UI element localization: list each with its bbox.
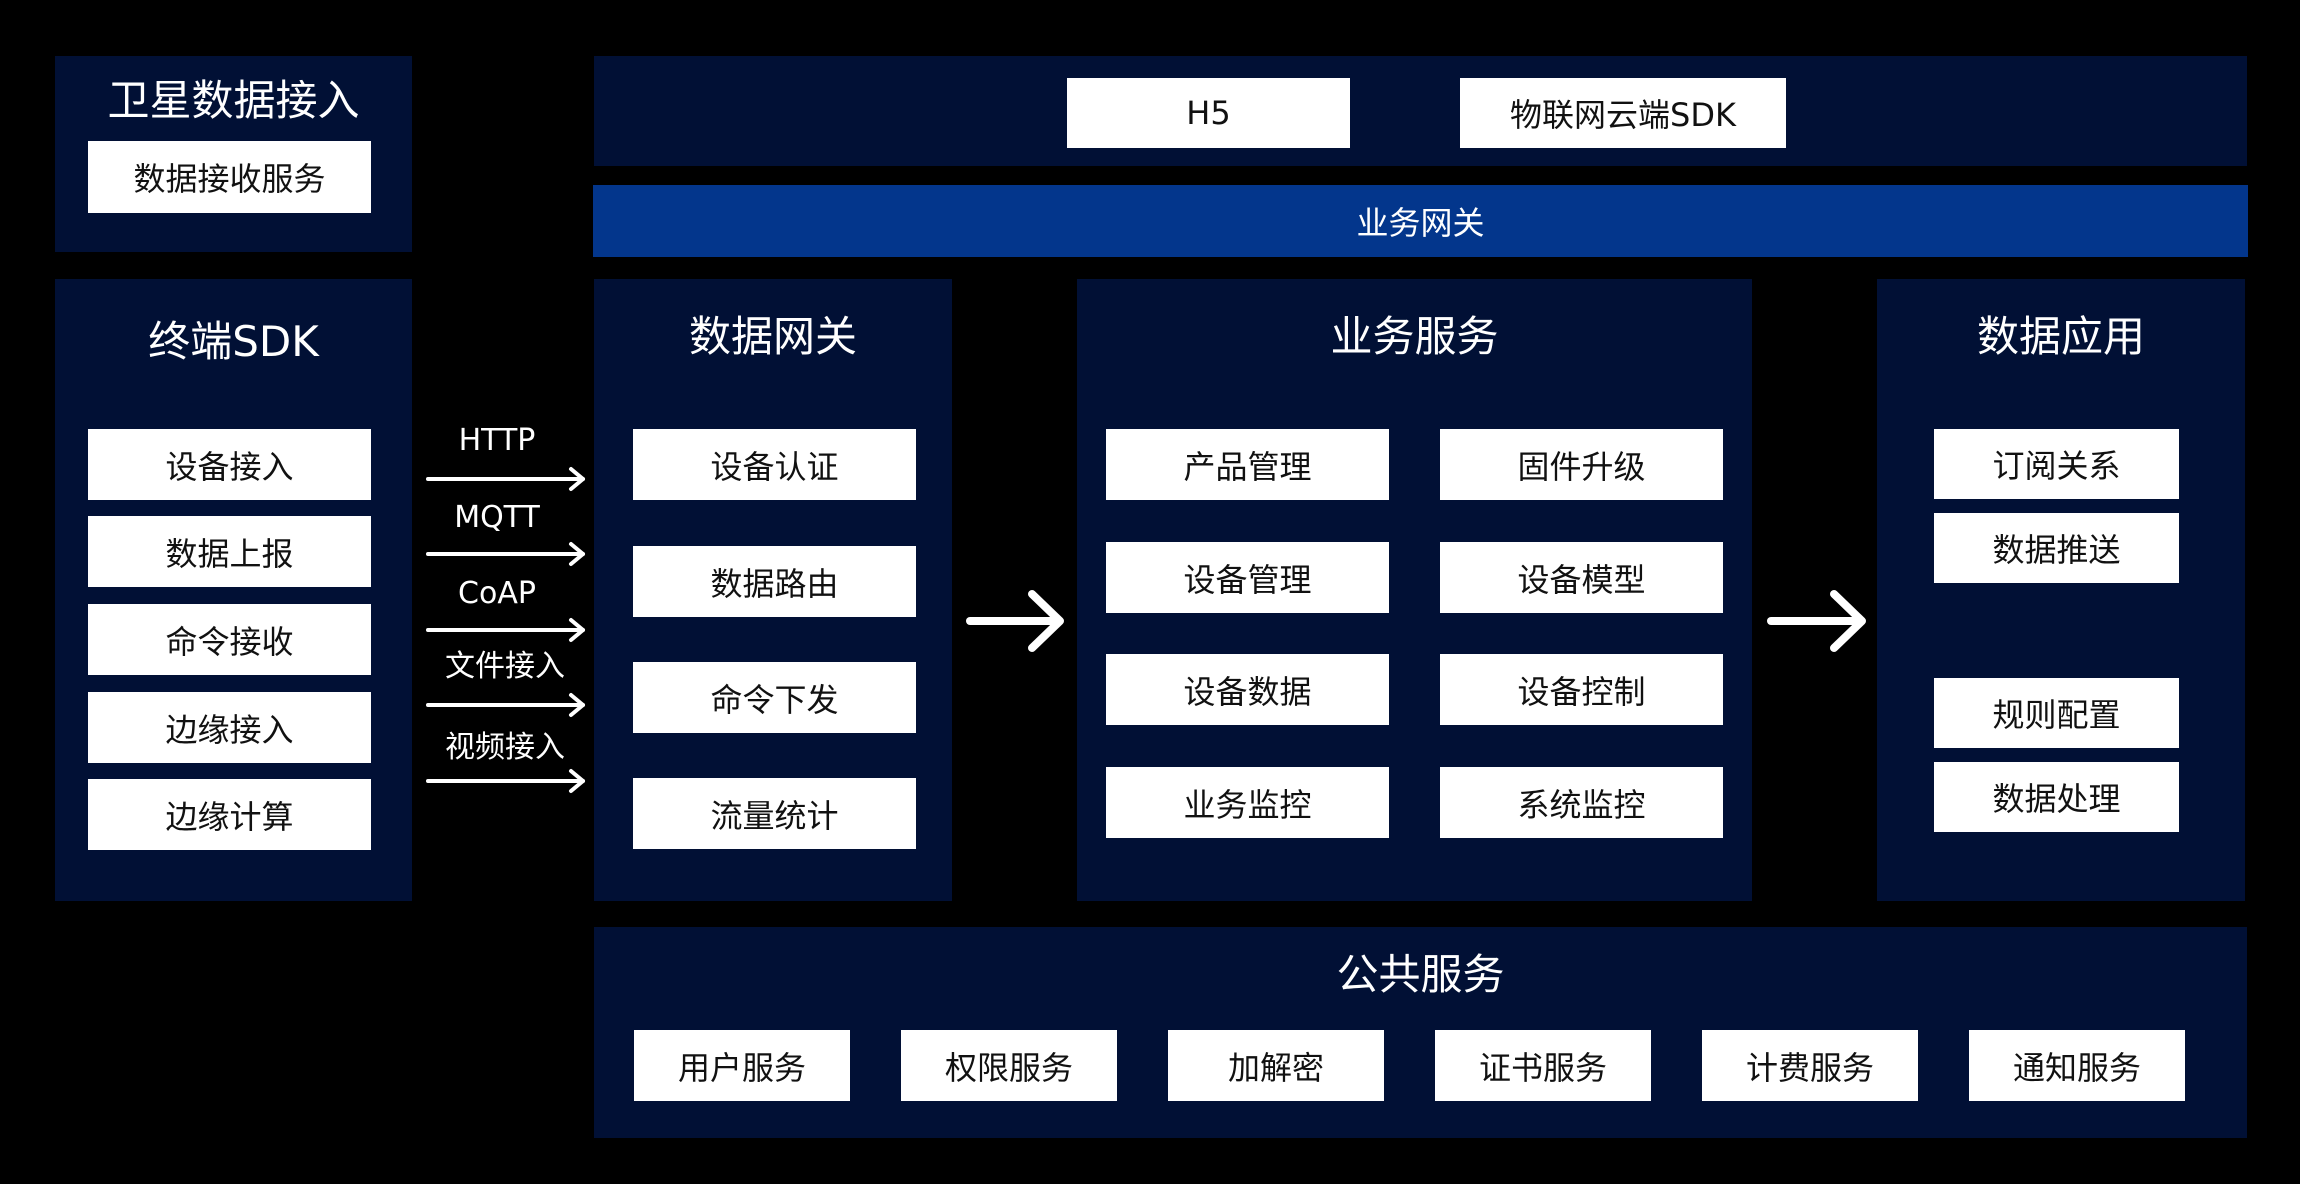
terminal-sdk-panel: 终端SDK 设备接入 数据上报 命令接收 边缘接入 边缘计算 (55, 279, 412, 901)
public-service-title: 公共服务 (1336, 950, 1505, 999)
data-gateway-item-traffic: 流量统计 (633, 778, 916, 849)
data-application-item-push: 数据推送 (1934, 513, 2179, 583)
data-gateway-item-auth: 设备认证 (633, 429, 916, 500)
business-service-item-device-data: 设备数据 (1106, 654, 1389, 725)
terminal-sdk-item-data-report: 数据上报 (88, 516, 371, 587)
protocol-label-mqtt: MQTT (454, 500, 540, 535)
data-application-item-subscription: 订阅关系 (1934, 429, 2179, 499)
business-service-item-device-mgmt: 设备管理 (1106, 542, 1389, 613)
public-service-item-permission: 权限服务 (901, 1030, 1117, 1101)
protocol-label-file: 文件接入 (445, 649, 565, 684)
protocol-arrow-http (426, 467, 585, 491)
public-service-item-user: 用户服务 (634, 1030, 850, 1101)
flow-arrow-gateway-to-service (966, 590, 1064, 652)
satellite-panel: 卫星数据接入 数据接收服务 (55, 56, 412, 252)
data-gateway-panel: 数据网关 设备认证 数据路由 命令下发 流量统计 (594, 279, 952, 901)
business-service-item-firmware-upgrade: 固件升级 (1440, 429, 1723, 500)
business-service-panel: 业务服务 产品管理 设备管理 设备数据 业务监控 固件升级 设备模型 设备控制 … (1077, 279, 1752, 901)
business-service-title: 业务服务 (1330, 312, 1499, 361)
protocol-arrow-coap (426, 618, 585, 642)
data-gateway-item-command: 命令下发 (633, 662, 916, 733)
public-service-item-billing: 计费服务 (1702, 1030, 1918, 1101)
top-bar-item-h5: H5 (1067, 78, 1350, 148)
data-application-title: 数据应用 (1976, 312, 2145, 361)
terminal-sdk-item-command-receive: 命令接收 (88, 604, 371, 675)
data-application-item-processing: 数据处理 (1934, 762, 2179, 832)
data-application-panel: 数据应用 订阅关系 数据推送 规则配置 数据处理 (1877, 279, 2245, 901)
public-service-item-notification: 通知服务 (1969, 1030, 2185, 1101)
business-service-item-system-monitor: 系统监控 (1440, 767, 1723, 838)
business-service-item-product-mgmt: 产品管理 (1106, 429, 1389, 500)
satellite-item-receive-service: 数据接收服务 (88, 141, 371, 213)
business-service-item-device-model: 设备模型 (1440, 542, 1723, 613)
protocol-label-coap: CoAP (458, 576, 536, 611)
protocol-label-http: HTTP (458, 423, 536, 458)
terminal-sdk-item-edge-compute: 边缘计算 (88, 779, 371, 850)
data-application-item-rule-config: 规则配置 (1934, 678, 2179, 748)
top-bar-panel: H5 物联网云端SDK (594, 56, 2247, 166)
data-gateway-title: 数据网关 (688, 312, 857, 361)
terminal-sdk-item-edge-access: 边缘接入 (88, 692, 371, 763)
public-service-item-certificate: 证书服务 (1435, 1030, 1651, 1101)
business-service-item-device-control: 设备控制 (1440, 654, 1723, 725)
business-service-item-business-monitor: 业务监控 (1106, 767, 1389, 838)
business-gateway-bar: 业务网关 (593, 185, 2248, 257)
public-service-item-encryption: 加解密 (1168, 1030, 1384, 1101)
data-gateway-item-routing: 数据路由 (633, 546, 916, 617)
satellite-title: 卫星数据接入 (107, 76, 360, 125)
flow-arrow-service-to-application (1767, 590, 1866, 652)
protocol-arrow-video (426, 769, 585, 793)
terminal-sdk-item-device-access: 设备接入 (88, 429, 371, 500)
protocol-label-video: 视频接入 (445, 730, 565, 765)
public-service-panel: 公共服务 用户服务 权限服务 加解密 证书服务 计费服务 通知服务 (594, 927, 2247, 1138)
protocol-arrow-file (426, 693, 585, 717)
top-bar-item-iot-sdk: 物联网云端SDK (1460, 78, 1786, 148)
terminal-sdk-title: 终端SDK (148, 317, 319, 366)
protocol-arrow-mqtt (426, 542, 585, 566)
